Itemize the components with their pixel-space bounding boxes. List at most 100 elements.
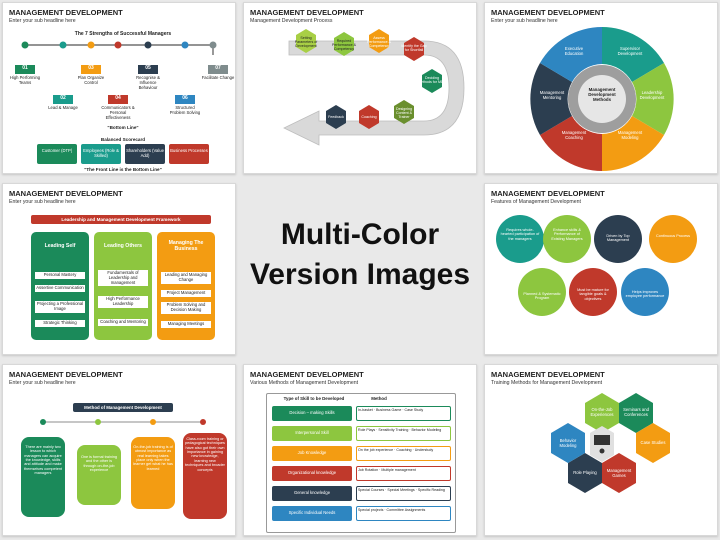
feature-label: Helps improves employee performance [625,290,665,299]
step-number: 01 [22,65,28,71]
feature-drop [543,215,591,263]
step-marker-04 [108,95,128,104]
column-heading: Managing The Business [168,240,204,252]
step-marker-01 [15,65,35,74]
segment-label: Executive Education [564,46,584,56]
feature-label: Driven by Top Management [606,234,630,243]
process-arrow [283,29,465,146]
slide-thumbnail-features[interactable]: MANAGEMENT DEVELOPMENT Features of Manag… [484,183,718,355]
slide-subtitle: Various Methods of Management Developmen… [250,380,359,386]
hex-label: Role Playing [573,470,597,475]
step-label: Structured Problem Solving [169,105,201,115]
card-label: Shareholders (Value Add) [126,148,164,158]
table-row [272,406,352,421]
hex-label: Assess Performance & Competency [367,36,391,49]
step-marker-02 [53,95,73,104]
segment-label: Leadership Development [639,90,665,100]
table-row [272,506,352,521]
slide-title: MANAGEMENT DEVELOPMENT [491,370,605,379]
feature-drop [649,215,697,263]
slide-thumbnail-method-bubbles[interactable]: MANAGEMENT DEVELOPMENT Enter your sub he… [2,364,236,536]
table-method-cell-box [356,506,451,521]
framework-item: Managing Meetings [161,321,211,328]
footer-quote: "The Front Line is the Bottom Line" [84,167,162,172]
segment-label: Management Mentoring [539,90,565,100]
hex-label: Seminars and Conferences [623,407,649,417]
hex-label: Identify the Gap for Shortfall [401,44,427,53]
center-title-line2: Version Images [249,258,471,291]
slide-thumbnail-methods-table[interactable]: MANAGEMENT DEVELOPMENT Various Methods o… [243,364,477,536]
bubble-text: One is formal training and the other is … [80,455,118,473]
framework-item: Fundamentals of Leadership and managemen… [98,270,148,287]
scorecard-card-shareholders [125,144,165,164]
step-marker-06 [175,95,195,104]
slide-subtitle: Training Methods for Management Developm… [491,380,603,386]
slide-subtitle: Management Development Process [250,18,333,24]
slide-thumbnail-training-hexes[interactable]: MANAGEMENT DEVELOPMENT Training Methods … [484,364,718,536]
banner-label: Leadership and Management Development Fr… [61,217,181,222]
slide-thumbnail-strengths[interactable]: MANAGEMENT DEVELOPMENT Enter your sub he… [2,2,236,174]
hex-node [359,105,379,129]
hex-label: Setting Parameters of Development [294,36,318,49]
slide-title: MANAGEMENT DEVELOPMENT [491,189,605,198]
strengths-timeline [15,41,228,104]
method-bubble [77,445,121,505]
hex-node [369,29,389,53]
feature-drop [621,268,669,316]
framework-item: Projecting a Professional Image [35,301,85,313]
step-label: Lead & Manage [48,105,78,110]
step-label: Facilitate Change [201,75,235,80]
wheel-segment [602,116,664,171]
slide-thumbnail-methods-wheel[interactable]: MANAGEMENT DEVELOPMENT Enter your sub he… [484,2,718,174]
hex-label: On-the-Job Experiences [590,407,614,417]
slide-thumbnail-process[interactable]: MANAGEMENT DEVELOPMENT Management Develo… [243,2,477,174]
feature-label: Continuous Process [656,234,690,238]
hex-label: Management Games [606,468,632,478]
bubble-text: On-the-job training is of utmost importa… [133,445,173,471]
hex-label: Designing Content & Trainer [396,107,412,120]
method-bubble [131,437,175,509]
slide-subtitle: Enter your sub headline here [9,18,76,24]
strengths-heading: The 7 Strengths of Successful Managers [74,31,172,37]
step-number: 07 [215,65,221,71]
center-title-line1: Multi-Color [280,218,440,251]
framework-item: Strategic Thinking [35,320,85,327]
hex-node [394,100,414,124]
wheel-center-label: Management Development Methods [588,87,616,103]
presentation-icon [594,435,610,445]
table-header-method: Method [371,396,387,401]
slide-title: MANAGEMENT DEVELOPMENT [491,8,605,17]
feature-drop [569,268,617,316]
slide-subtitle: Enter your sub headline here [491,18,558,24]
hex-management-games [602,453,636,493]
hex-behavior-modeling [551,423,585,463]
bubble-text: There are mainly two lesson to which man… [24,445,62,476]
slide-thumbnail-framework[interactable]: MANAGEMENT DEVELOPMENT Enter your sub he… [2,183,236,355]
framework-item: High Performance Leadership [98,296,148,308]
hex-case-studies [636,423,670,463]
slide-subtitle: Enter your sub headline here [9,380,76,386]
table-method-cell: In-basket · Business Game · Case Study [358,408,424,412]
table-method-cell: On the job experience · Coaching · Under… [358,448,434,452]
step-number: 05 [145,65,151,71]
table-method-cell: Special Courses · Special Meetings · Spe… [358,488,445,492]
slide-title: MANAGEMENT DEVELOPMENT [250,370,364,379]
feature-label: Must be mature for tangible goals & obje… [577,288,609,301]
hex-on-the-job [585,393,619,433]
segment-label: Management Coaching [561,130,587,140]
slide-subtitle: Features of Management Development [491,199,581,205]
table-row [272,486,352,501]
step-label: Communicators & Personal Effectiveness [101,105,135,120]
scorecard-card-processes [169,144,209,164]
step-marker-05 [138,65,158,74]
framework-item: Problem Solving and Decision Making [161,302,211,314]
method-connector [40,419,206,425]
training-hex-cluster [551,393,670,493]
framework-item: Assertive Communication [35,285,85,292]
step-marker-07 [208,65,228,74]
step-marker-03 [81,65,101,74]
column-heading: Leading Self [44,243,76,249]
step-number: 02 [60,95,66,101]
table-method-cell-box [356,406,451,421]
